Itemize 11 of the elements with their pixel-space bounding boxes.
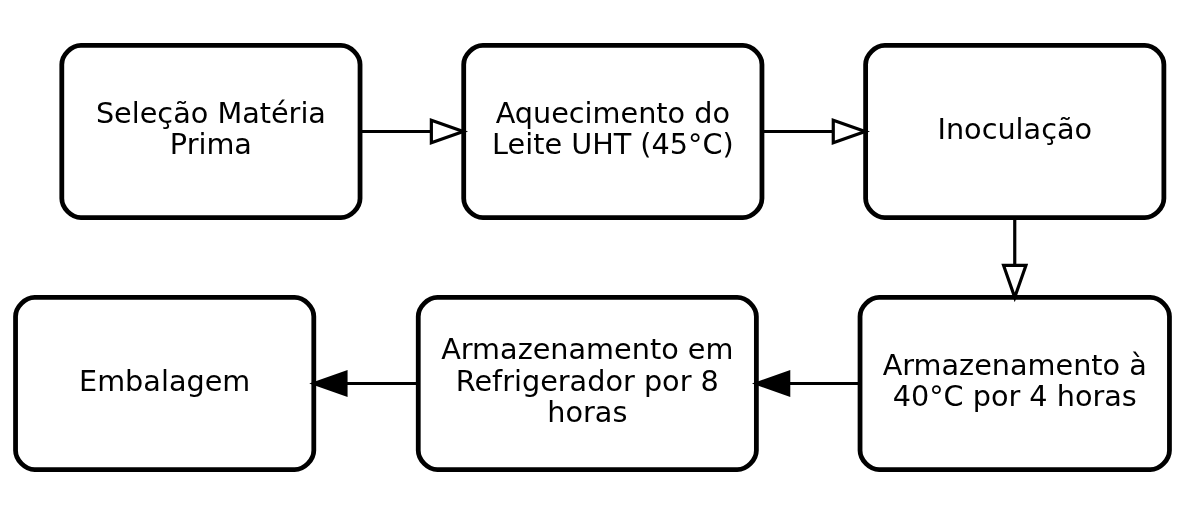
arrow	[309, 370, 419, 397]
arrow	[360, 118, 469, 145]
node-box: Embalagem	[13, 295, 317, 472]
arrow	[1001, 218, 1029, 303]
arrow	[751, 370, 860, 397]
node-box: Seleção Matéria Prima	[59, 43, 363, 220]
arrow	[762, 118, 870, 145]
node-box: Armazenamento em Refrigerador por 8 horas	[415, 295, 759, 472]
node-box: Aquecimento do Leite UHT (45°C)	[461, 43, 765, 220]
node-box: Armazenamento à 40°C por 4 horas	[857, 295, 1172, 472]
node-box: Inoculação	[863, 43, 1167, 220]
